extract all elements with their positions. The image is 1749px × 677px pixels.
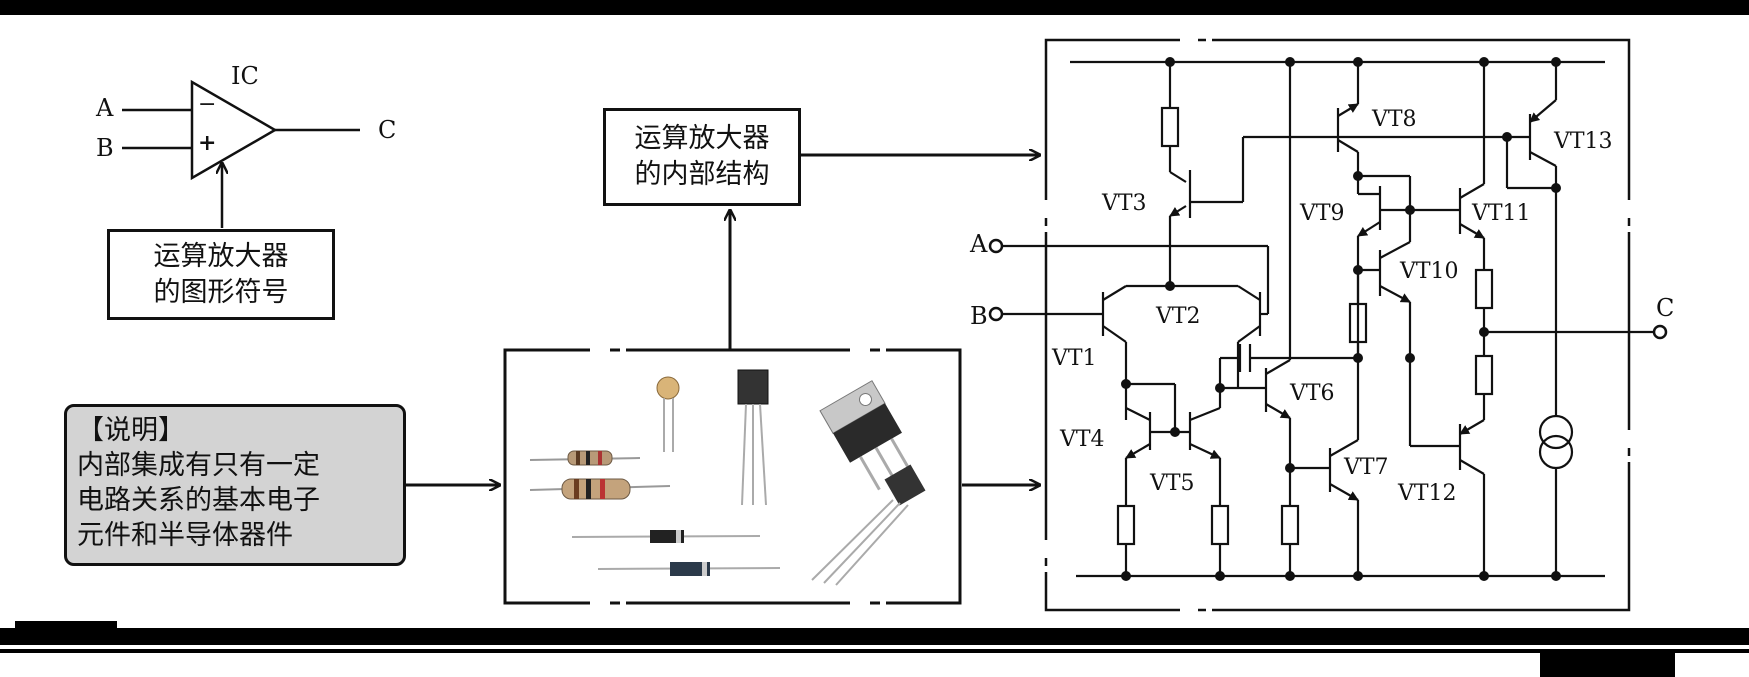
note-line1: 内部集成有只有一定 — [77, 450, 320, 481]
label-vt11: VT11 — [1471, 201, 1531, 226]
resistor-photo-2 — [529, 478, 671, 500]
input-b-label: B — [96, 134, 114, 162]
circuit-box-dashes — [1043, 37, 1632, 613]
note-title: 【说明】 — [77, 415, 185, 446]
diode-photo-2 — [597, 562, 781, 576]
transistor-labels: VT1 VT2 VT3 VT4 VT5 VT6 VT7 VT8 VT9 VT10… — [1051, 107, 1613, 506]
flow-arrows — [403, 155, 1040, 485]
output-c-label: C — [378, 116, 397, 144]
symbol-caption-line1: 运算放大器 — [153, 240, 289, 272]
transistor-small-photo — [811, 464, 926, 586]
terminal-c-label: C — [1656, 294, 1674, 322]
label-vt5: VT5 — [1149, 471, 1195, 496]
circuit-junctions — [1121, 57, 1561, 581]
label-vt1: VT1 — [1051, 346, 1097, 371]
label-vt6: VT6 — [1289, 381, 1335, 406]
input-a-label: A — [96, 94, 114, 122]
opamp-symbol — [122, 79, 360, 228]
components-box — [503, 348, 962, 605]
capacitor-photo — [656, 376, 680, 452]
bottom-border-thin-bar — [0, 649, 1749, 653]
circuit-box — [1044, 38, 1631, 612]
label-vt8: VT8 — [1371, 107, 1417, 132]
components-dashes — [590, 347, 886, 606]
minus-sign: − — [198, 92, 217, 117]
diode-photo-1 — [571, 530, 761, 543]
label-vt2: VT2 — [1155, 304, 1201, 329]
ic-label: IC — [231, 62, 259, 90]
bottom-border-bar — [0, 628, 1749, 645]
label-vt12: VT12 — [1397, 481, 1457, 506]
bottom-left-accent-bar — [15, 621, 117, 628]
bottom-right-accent-bar — [1540, 653, 1675, 677]
top-border-bar — [0, 0, 1749, 15]
label-vt9: VT9 — [1299, 201, 1345, 226]
symbol-caption-line2: 的图形符号 — [153, 276, 289, 308]
label-vt10: VT10 — [1399, 259, 1459, 284]
structure-caption-box: 运算放大器 的内部结构 — [603, 108, 801, 206]
note-box: 【说明】 内部集成有只有一定 电路关系的基本电子 元件和半导体器件 — [64, 404, 406, 566]
terminal-a-label: A — [969, 230, 988, 258]
structure-caption-line1: 运算放大器 — [634, 123, 770, 154]
label-vt7: VT7 — [1343, 455, 1389, 480]
circuit-wiring — [1000, 60, 1655, 578]
symbol-caption-box: 运算放大器 的图形符号 — [107, 229, 335, 320]
terminal-labels: A B C — [969, 230, 1674, 330]
label-vt3: VT3 — [1101, 191, 1147, 216]
note-line2: 电路关系的基本电子 — [77, 485, 320, 516]
structure-caption-line2: 的内部结构 — [634, 159, 770, 190]
circuit-terminals — [988, 238, 1668, 340]
terminal-b-label: B — [970, 302, 988, 330]
note-line3: 元件和半导体器件 — [77, 520, 293, 551]
transistor-to92-photo — [737, 369, 769, 506]
label-vt4: VT4 — [1059, 427, 1105, 452]
label-vt13: VT13 — [1553, 129, 1613, 154]
resistor-photo-1 — [529, 450, 641, 466]
plus-sign: + — [198, 130, 217, 156]
transistor-to220-photo — [819, 380, 912, 491]
